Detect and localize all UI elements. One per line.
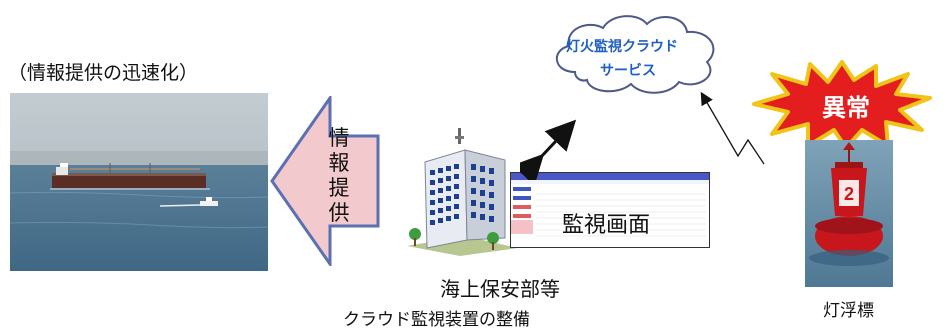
small-boat — [159, 197, 218, 207]
coast-guard-building — [407, 128, 518, 256]
buoy-number: 2 — [844, 184, 854, 204]
sea-ship-photo — [10, 93, 268, 271]
light-buoy-caption: 灯浮標 — [823, 301, 874, 321]
info-provision-label: 情 報 提 供 — [328, 126, 350, 225]
monitoring-screen — [510, 172, 710, 248]
info-provision-arrow — [270, 96, 380, 266]
cloud-monitoring-system-caption: クラウド監視装置の整備 — [343, 310, 530, 330]
cloud-service-subtitle: サービス — [600, 63, 656, 79]
communication-arrows — [520, 91, 765, 180]
cloud-service-title: 灯火監視クラウド — [566, 39, 678, 55]
light-buoy-photo: 2 — [805, 140, 893, 287]
monitoring-screen-label: 監視画面 — [562, 213, 651, 238]
cloud-service-shape — [556, 15, 715, 94]
coast-guard-office-caption: 海上保安部等 — [440, 277, 560, 301]
alert-label: 異常 — [822, 94, 870, 122]
ship — [52, 163, 206, 188]
caption-info-speedup: （情報提供の迅速化） — [8, 62, 199, 84]
